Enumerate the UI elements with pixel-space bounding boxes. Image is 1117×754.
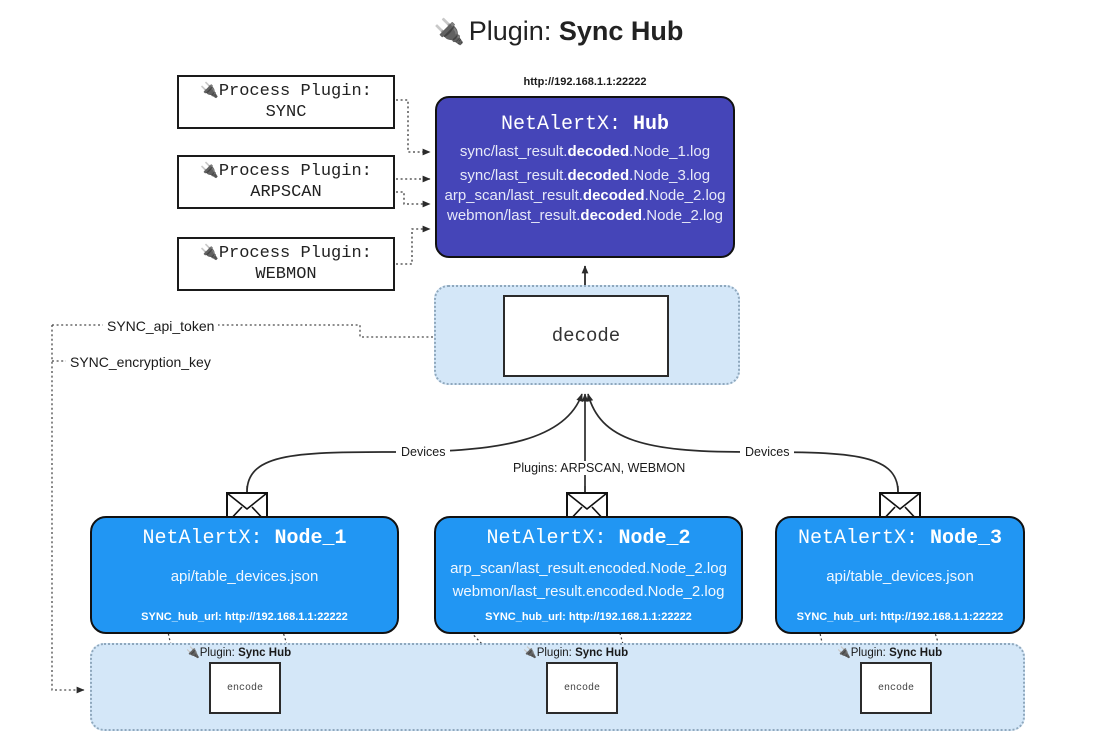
node-hub-url: SYNC_hub_url: http://192.168.1.1:22222 [141, 611, 348, 623]
process-plugin-label: Process Plugin: [218, 161, 372, 181]
plug-icon: 🔌 [523, 647, 537, 659]
encode-box-node-1[interactable]: encode [209, 662, 281, 714]
edge-label-devices-left: Devices [396, 445, 451, 459]
band-plugin-label: 🔌Plugin: Sync Hub [523, 647, 629, 659]
hub-log-line: arp_scan/last_result.decoded.Node_2.log [444, 187, 726, 204]
encode-box-node-3[interactable]: encode [860, 662, 932, 714]
process-plugin-box-arpscan[interactable]: 🔌Process Plugin: ARPSCAN [177, 155, 395, 209]
edge-label-devices-right: Devices [740, 445, 795, 459]
page-title-name: Sync Hub [558, 16, 684, 46]
process-plugin-box-sync[interactable]: 🔌Process Plugin: SYNC [177, 75, 395, 129]
process-plugin-label: Process Plugin: [218, 81, 372, 101]
node-resource-line: webmon/last_result.encoded.Node_2.log [452, 583, 725, 600]
node-title-prefix: NetAlertX: [797, 527, 918, 550]
decode-box[interactable]: decode [503, 295, 669, 377]
hub-node[interactable]: NetAlertX: Hub sync/last_result.decoded.… [435, 96, 735, 258]
node-hub-url: SYNC_hub_url: http://192.168.1.1:22222 [796, 611, 1004, 623]
band-plugin-label: 🔌Plugin: Sync Hub [837, 647, 943, 659]
edge-label-plugins: Plugins: ARPSCAN, WEBMON [508, 461, 691, 475]
node-title-prefix: NetAlertX: [142, 527, 263, 550]
node-title-prefix: NetAlertX: [486, 527, 607, 550]
node-resource-line: arp_scan/last_result.encoded.Node_2.log [450, 560, 727, 577]
plug-icon: 🔌 [200, 242, 219, 261]
node-box-node-3[interactable]: NetAlertX: Node_3 api/table_devices.json… [775, 516, 1025, 634]
node-title-name: Node_3 [930, 527, 1003, 550]
node-resource-line: api/table_devices.json [170, 568, 319, 585]
plug-icon: 🔌 [200, 160, 219, 179]
node-box-node-1[interactable]: NetAlertX: Node_1 api/table_devices.json… [90, 516, 399, 634]
process-plugin-name: WEBMON [255, 264, 317, 284]
node-box-node-2[interactable]: NetAlertX: Node_2 arp_scan/last_result.e… [434, 516, 743, 634]
hub-url-label: http://192.168.1.1:22222 [523, 76, 647, 88]
node-title: NetAlertX: Node_3 [777, 527, 1023, 550]
sync-encryption-key-label: SYNC_encryption_key [66, 354, 215, 370]
plug-icon: 🔌 [200, 80, 219, 99]
process-plugin-box-webmon[interactable]: 🔌Process Plugin: WEBMON [177, 237, 395, 291]
hub-log-line: sync/last_result.decoded.Node_3.log [459, 167, 711, 184]
hub-log-line: webmon/last_result.decoded.Node_2.log [447, 207, 723, 224]
page-title-prefix: Plugin: [468, 16, 552, 46]
hub-title-prefix: NetAlertX: [500, 113, 621, 136]
band-plugin-label: 🔌Plugin: Sync Hub [186, 647, 292, 659]
node-title: NetAlertX: Node_2 [436, 527, 741, 550]
node-title: NetAlertX: Node_1 [92, 527, 397, 550]
hub-title-name: Hub [633, 113, 670, 136]
sync-api-token-label: SYNC_api_token [103, 318, 219, 334]
process-plugin-name: ARPSCAN [250, 182, 322, 202]
encode-box-node-2[interactable]: encode [546, 662, 618, 714]
hub-log-line: sync/last_result.decoded.Node_1.log [459, 143, 711, 160]
node-resource-line: api/table_devices.json [826, 568, 974, 585]
plug-icon: 🔌 [837, 647, 851, 659]
node-hub-url: SYNC_hub_url: http://192.168.1.1:22222 [485, 611, 692, 623]
process-plugin-name: SYNC [265, 102, 307, 122]
node-title-name: Node_1 [274, 527, 347, 550]
node-title-name: Node_2 [618, 527, 691, 550]
process-plugin-label: Process Plugin: [218, 243, 372, 263]
hub-title: NetAlertX: Hub [437, 113, 733, 136]
plug-icon: 🔌 [433, 18, 465, 46]
plug-icon: 🔌 [186, 647, 200, 659]
page-title: 🔌Plugin: Sync Hub [0, 16, 1117, 47]
